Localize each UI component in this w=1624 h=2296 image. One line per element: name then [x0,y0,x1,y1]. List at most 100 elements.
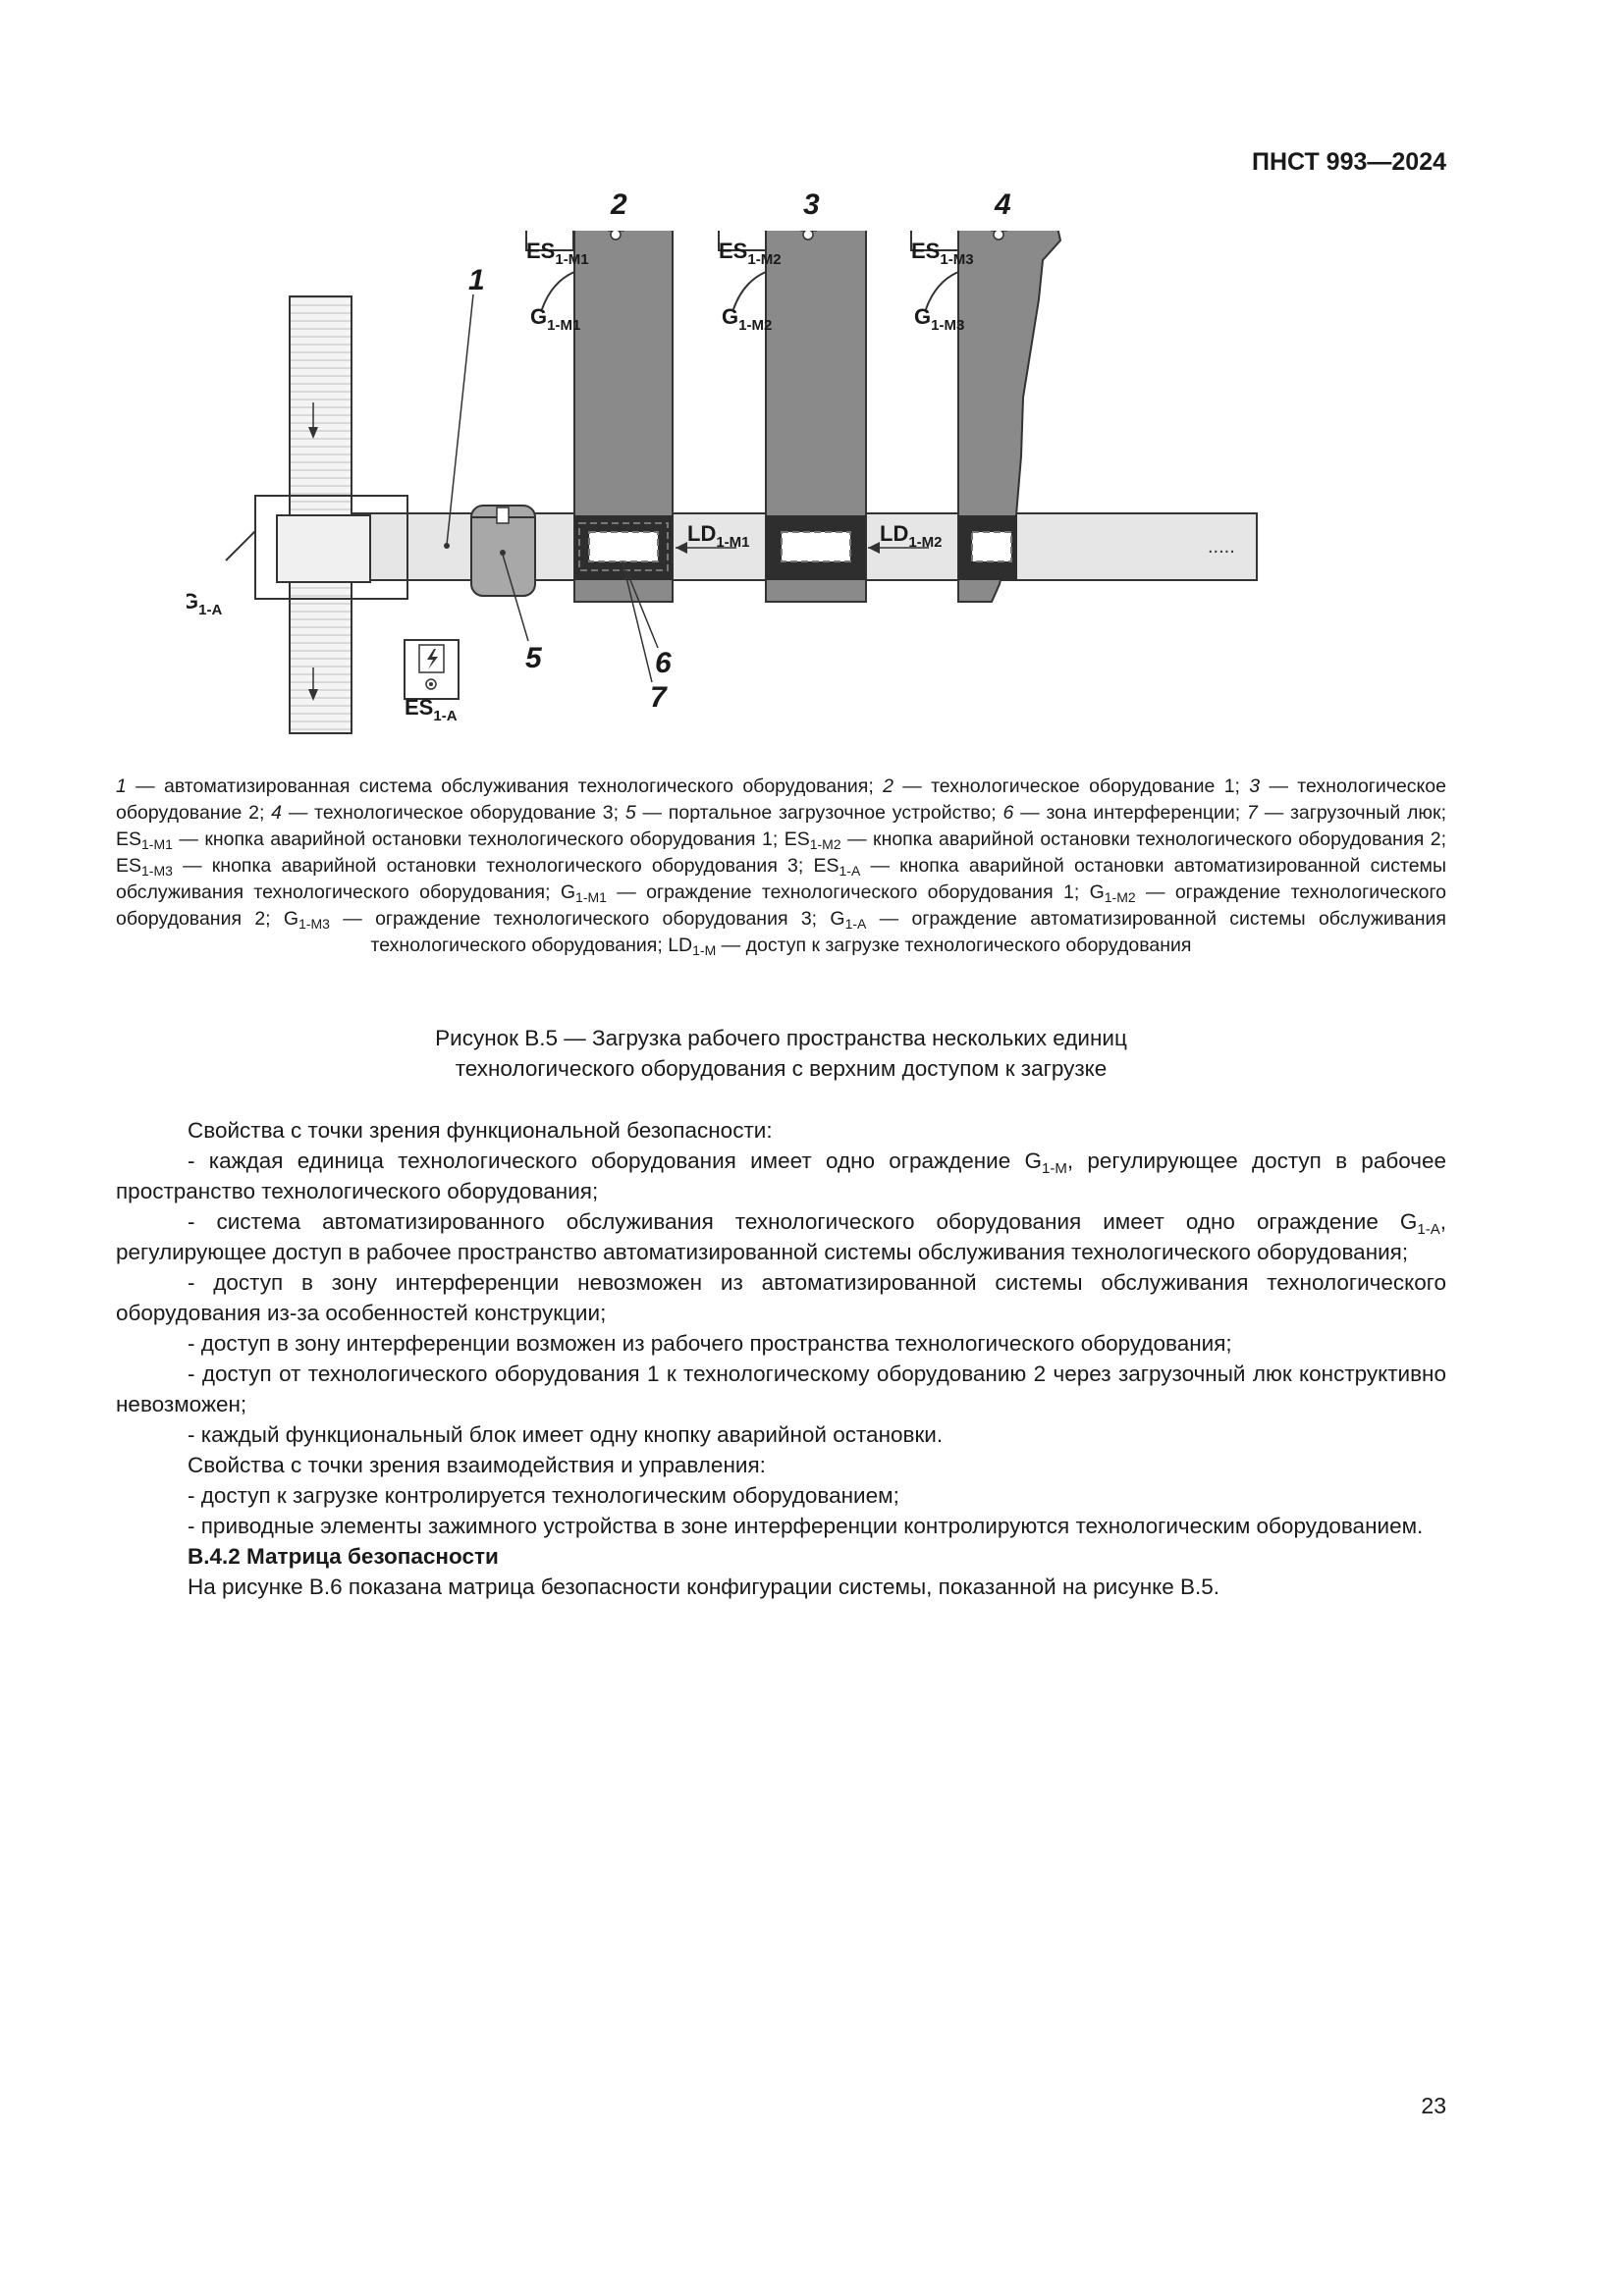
legend-key: 6 [1002,802,1014,824]
text-run: — загрузочный люк; ES [116,802,1446,850]
paragraph: На рисунке В.6 показана матрица безопасн… [116,1572,1446,1602]
paragraph: - приводные элементы зажимного устройств… [116,1511,1446,1541]
document-id: ПНСТ 993—2024 [1252,148,1446,176]
callout-7: 7 [650,681,668,714]
guard-g-1a-door [225,530,256,561]
emergency-stop-es-1m1[interactable] [525,231,574,251]
machine-3-tool [993,231,1004,240]
paragraph: - доступ к загрузке контролируется техно… [116,1480,1446,1511]
label-g-1m1: G1-M1 [530,304,580,334]
text-run: Свойства с точки зрения взаимодействия и… [188,1453,766,1477]
legend-key: 3 [1249,775,1261,797]
paragraph: Свойства с точки зрения функциональной б… [116,1115,1446,1146]
callout-6-line [625,569,659,649]
diagram-svg: ..... G1-A ES1-A 1 5 G1-M1 ES1-M1 LD1-M1… [187,231,1258,734]
legend-key: 1 [116,775,127,797]
text-run: — кнопка аварийной остановки автоматизир… [116,855,1446,903]
label-g-1a: G1-A [187,589,222,618]
guard-g-1m1-door [541,271,575,310]
callout-3: 3 [803,188,820,221]
text-run: — ограждение технологического оборудован… [329,908,845,930]
paragraph: - система автоматизированного обслуживан… [116,1206,1446,1267]
figure-diagram: ..... G1-A ES1-A 1 5 G1-M1 ES1-M1 LD1-M1… [187,231,1355,741]
callout-5: 5 [525,642,543,674]
subscript: 1-A [839,863,861,879]
text-run: — ограждение автоматизированной системы … [370,908,1446,956]
text-run: В.4.2 Матрица безопасности [188,1544,499,1569]
text-run: — автоматизированная система обслуживани… [126,775,884,797]
callout-1: 1 [468,264,485,296]
paragraph: - каждая единица технологического оборуд… [116,1146,1446,1206]
text-run: - каждая единица технологического оборуд… [188,1148,1042,1173]
caption-line-1: Рисунок В.5 — Загрузка рабочего простран… [435,1026,1127,1050]
machine-1-tool [610,231,622,240]
lightning-bolt [427,649,438,669]
machine-3 [957,231,1062,603]
text-run: - доступ к загрузке контролируется техно… [188,1483,899,1508]
page-number: 23 [1421,2093,1446,2118]
section-heading: В.4.2 Матрица безопасности [116,1541,1446,1572]
label-ld-1m2: LD1-M2 [880,521,943,551]
label-es-1m3: ES1-M3 [911,239,974,268]
subscript: 1-M1 [575,889,607,905]
guard-g-1a-inner [276,514,371,583]
machine-3-loading-hatch [971,531,1012,562]
label-es-1a: ES1-A [405,695,458,724]
label-ld-1m1: LD1-M1 [687,521,750,551]
emergency-stop-es-1m2[interactable] [718,231,767,251]
legend-key: 4 [271,802,283,824]
subscript: 1-M [692,942,717,958]
body-text: Свойства с точки зрения функциональной б… [116,1115,1446,1602]
subscript: 1-M [1042,1160,1067,1177]
text-run: - доступ в зону интерференции невозможен… [116,1270,1446,1325]
figure-caption: Рисунок В.5 — Загрузка рабочего простран… [116,1023,1446,1084]
figure-legend: 1 — автоматизированная система обслужива… [116,774,1446,959]
label-es-1m1: ES1-M1 [526,239,589,268]
text-run: На рисунке В.6 показана матрица безопасн… [188,1575,1220,1599]
text-run: , регулирующее доступ в рабочее простран… [116,1209,1446,1264]
paragraph: - доступ от технологического оборудовани… [116,1359,1446,1419]
subscript: 1-M1 [141,836,173,852]
text-run: - доступ от технологического оборудовани… [116,1362,1446,1416]
text-run: — кнопка аварийной остановки технологиче… [172,855,839,877]
text-run: - система автоматизированного обслуживан… [188,1209,1418,1234]
conveyor-arrowhead-top [308,427,318,439]
rail-continuation: ..... [1208,536,1235,558]
text-run: — ограждение технологического оборудован… [116,881,1446,930]
portal-loader-hub [500,550,506,556]
legend-key: 7 [1247,802,1258,824]
text-run: - каждый функциональный блок имеет одну … [188,1422,944,1447]
subscript: 1-M3 [298,916,330,932]
machine-2-loading-hatch [781,531,851,562]
subscript: 1-A [844,916,867,932]
text-run: - приводные элементы зажимного устройств… [188,1514,1424,1538]
machine-1-hatch-frame [578,522,669,571]
emergency-stop-es-1m3[interactable] [910,231,959,251]
label-g-1m3: G1-M3 [914,304,964,334]
text-run: — технологическое оборудование 2; [116,775,1446,824]
legend-key: 5 [624,802,636,824]
guard-g-1m2-door [732,271,767,310]
paragraph: - каждый функциональный блок имеет одну … [116,1419,1446,1450]
ld-1m1-arrowhead [676,542,687,554]
guard-g-1a-outer [254,495,408,600]
callout-5-line [502,554,529,642]
text-run: , регулирующее доступ в рабочее простран… [116,1148,1446,1203]
text-run: — портальное загрузочное устройство; [635,802,1003,824]
callout-1-line [446,294,474,546]
caption-line-2: технологического оборудования с верхним … [455,1056,1108,1081]
callout-1-dot [444,543,450,549]
paragraph: - доступ в зону интерференции невозможен… [116,1267,1446,1328]
paragraph: - доступ в зону интерференции возможен и… [116,1328,1446,1359]
label-es-1m2: ES1-M2 [719,239,782,268]
paragraph: Свойства с точки зрения взаимодействия и… [116,1450,1446,1480]
portal-loader-clamp [496,507,510,524]
text-run: — доступ к загрузке технологического обо… [716,934,1192,956]
callout-4: 4 [994,188,1011,221]
text-run: Свойства с точки зрения функциональной б… [188,1118,773,1143]
callout-7-line [622,561,653,683]
label-g-1m2: G1-M2 [722,304,772,334]
text-run: — кнопка аварийной остановки технологиче… [172,828,810,850]
subscript: 1-M3 [141,863,173,879]
text-run: — ограждение технологического оборудован… [606,881,1105,903]
